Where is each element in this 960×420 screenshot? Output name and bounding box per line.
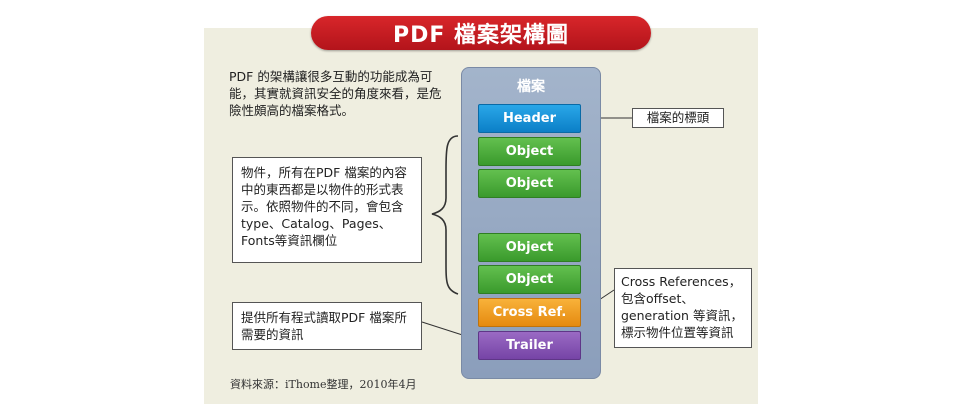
objects-brace (431, 135, 459, 295)
object-block-3: Object (478, 233, 581, 262)
object-block-2: Object (478, 169, 581, 198)
trailer-block: Trailer (478, 331, 581, 360)
file-container-label: 檔案 (517, 79, 545, 95)
source-note: 資料來源：iThome整理，2010年4月 (230, 378, 417, 391)
cross-ref-callout: Cross References，包含offset、generation 等資訊… (614, 268, 752, 348)
header-block: Header (478, 104, 581, 133)
diagram-title: PDF 檔案架構圖 (311, 16, 651, 50)
header-callout: 檔案的標頭 (632, 108, 724, 128)
cross-ref-block: Cross Ref. (478, 298, 581, 327)
object-block-1: Object (478, 137, 581, 166)
objects-callout: 物件，所有在PDF 檔案的內容中的東西都是以物件的形式表示。依照物件的不同，會包… (232, 157, 422, 263)
trailer-callout: 提供所有程式讀取PDF 檔案所需要的資訊 (232, 302, 422, 350)
object-block-4: Object (478, 265, 581, 294)
intro-text: PDF 的架構讓很多互動的功能成為可能，其實就資訊安全的角度來看，是危險性頗高的… (229, 69, 442, 118)
